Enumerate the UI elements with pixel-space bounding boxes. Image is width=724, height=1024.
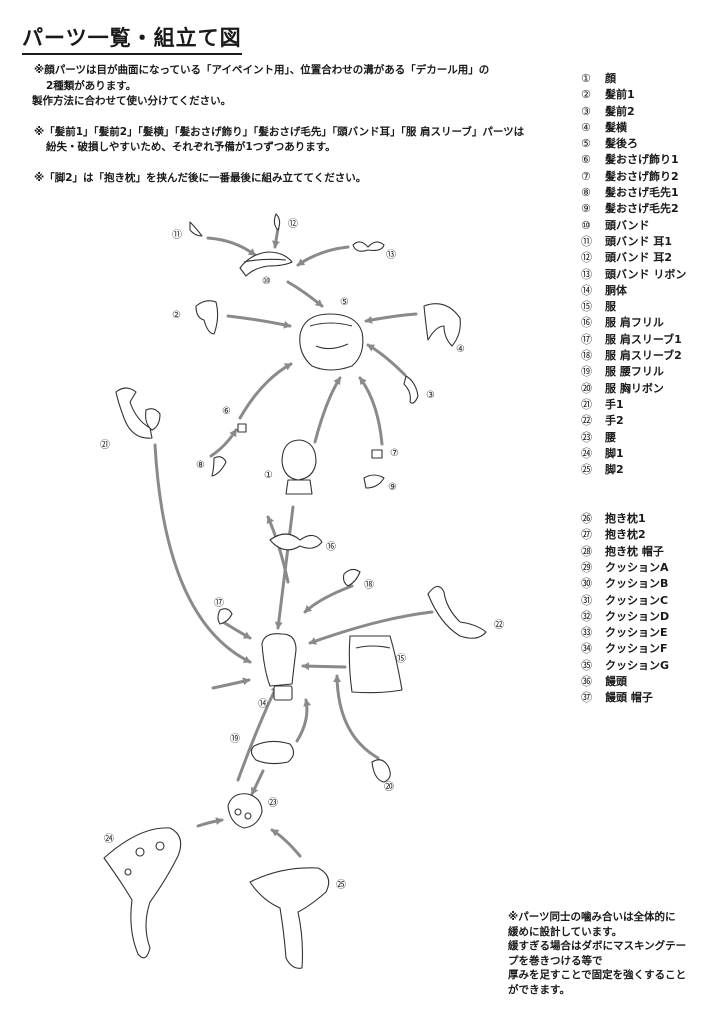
label-25: ㉕: [336, 879, 346, 891]
diagram-labels: ⑪ ⑫ ⑩ ⑬ ⑤ ② ④ ③ ⑥ ⑧ ① ⑦ ⑨ ㉑ ⑯ ⑱ ⑰ ㉒ ⑮ ⑭ …: [100, 218, 504, 891]
label-5: ⑤: [340, 297, 349, 308]
label-3: ③: [426, 390, 435, 401]
page-title: パーツ一覧・組立て図: [22, 22, 242, 55]
assembly-arrows: [153, 226, 434, 858]
label-13: ⑬: [386, 249, 396, 261]
label-11: ⑪: [172, 229, 182, 241]
note-face-line3: 製作方法に合わせて使い分けてください。: [32, 95, 232, 107]
footer-line: 緩めに設計しています。: [508, 925, 623, 938]
label-1: ①: [264, 470, 273, 481]
label-9: ⑨: [388, 482, 397, 493]
label-4: ④: [456, 344, 465, 355]
note-face-line1: ※顔パーツは目が曲面になっている「アイペイント用」、位置合わせの溝がある「デカー…: [34, 64, 490, 76]
label-20: ⑳: [384, 781, 394, 793]
note-spares-line1: ※「髪前1」「髪前2」「髪横」「髪おさげ飾り」「髪おさげ毛先」「頭バンド耳」「服…: [34, 125, 525, 138]
label-12: ⑫: [288, 218, 298, 230]
label-15: ⑮: [396, 653, 406, 665]
label-18: ⑱: [364, 579, 374, 591]
footer-note: ※パーツ同士の噛み合いは全体的に 緩めに設計しています。 緩すぎる場合はダボにマ…: [508, 910, 708, 997]
label-2: ②: [172, 310, 181, 321]
label-21: ㉑: [100, 439, 110, 451]
footer-line: ※パーツ同士の噛み合いは全体的に: [508, 911, 676, 923]
label-16: ⑯: [326, 541, 336, 553]
note-spares-line2: 紛失・破損しやすいため、それぞれ予備が1つずつあります。: [46, 141, 336, 153]
label-22: ㉒: [494, 619, 504, 631]
label-19: ⑲: [230, 733, 240, 745]
label-24: ㉔: [104, 833, 114, 845]
note-face-line2: 2種類があります。: [46, 79, 137, 92]
notes-block: ※顔パーツは目が曲面になっている「アイペイント用」、位置合わせの溝がある「デカー…: [32, 63, 554, 201]
label-7: ⑦: [390, 448, 399, 459]
footer-line: 厚みを足すことで固定を強くすること: [508, 969, 687, 981]
label-17: ⑰: [214, 597, 224, 609]
footer-line: 緩すぎる場合はダボにマスキングテー: [508, 940, 687, 952]
note-leg-order: ※「脚2」は「抱き枕」を挟んだ後に一番最後に組み立ててください。: [34, 171, 367, 184]
label-6: ⑥: [222, 406, 231, 417]
label-23: ㉓: [268, 797, 278, 809]
label-8: ⑧: [196, 460, 205, 471]
label-14: ⑭: [258, 698, 268, 710]
footer-line: プを巻きつける等で: [508, 954, 603, 967]
part-drawings: [103, 213, 487, 969]
label-10: ⑩: [262, 276, 271, 287]
footer-line: ができます。: [508, 983, 570, 996]
